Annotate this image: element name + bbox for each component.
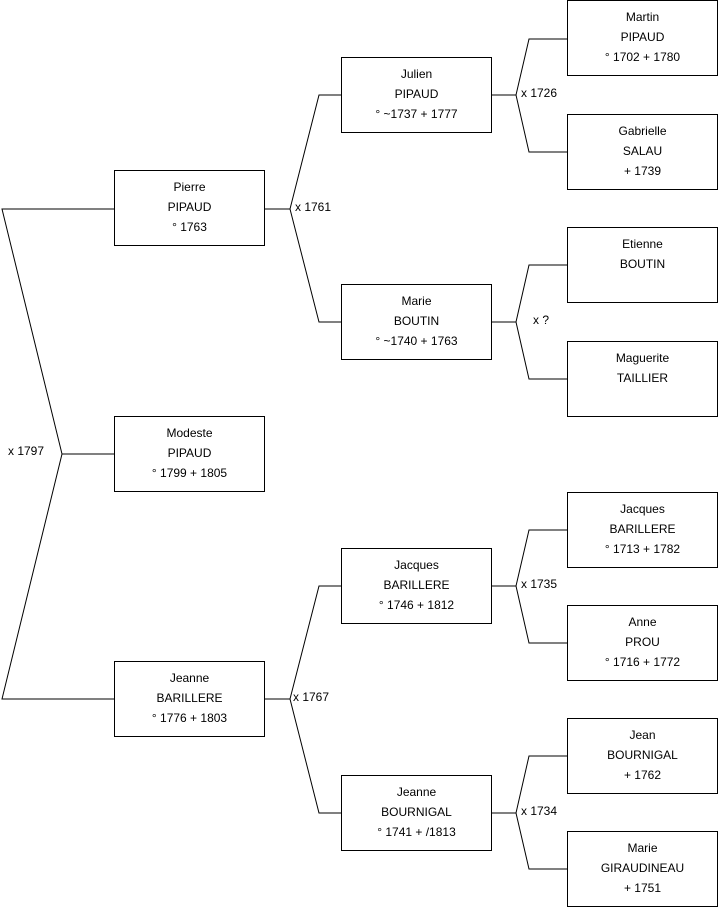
person-last-name: BARILLERE	[609, 522, 676, 536]
link-modeste-jeanne	[1, 453, 114, 700]
person-last-name: BOURNIGAL	[607, 748, 678, 762]
person-last-name: PIPAUD	[394, 87, 439, 101]
person-last-name: BARILLERE	[383, 578, 450, 592]
person-box-anne: Anne PROU ° 1716 + 1772	[567, 605, 718, 681]
person-box-martin: Martin PIPAUD ° 1702 + 1780	[567, 0, 718, 76]
link-jacques-jacques	[492, 529, 567, 587]
person-dates: + 1739	[623, 164, 662, 178]
person-last-name: PROU	[625, 635, 660, 649]
person-box-modeste: Modeste PIPAUD ° 1799 + 1805	[114, 416, 265, 492]
person-box-maguerite: Maguerite TAILLIER	[567, 341, 718, 417]
person-box-jean: Jean BOURNIGAL + 1762	[567, 718, 718, 794]
link-jeanne-marie	[515, 812, 567, 870]
marriage-label-1797: x 1797	[8, 444, 45, 458]
link-marie-etienne	[492, 264, 567, 323]
person-first-name: Etienne	[622, 237, 663, 251]
person-last-name: PIPAUD	[167, 200, 212, 214]
link-jeanne-jacques	[265, 585, 341, 700]
person-first-name: Maguerite	[615, 351, 670, 365]
person-first-name: Modeste	[166, 426, 213, 440]
person-dates: ° ~1740 + 1763	[375, 334, 458, 348]
person-first-name: Gabrielle	[618, 124, 667, 138]
person-dates: ° 1713 + 1782	[604, 542, 681, 556]
person-first-name: Jacques	[620, 502, 665, 516]
person-first-name: Jacques	[394, 558, 439, 572]
person-first-name: Anne	[628, 615, 657, 629]
marriage-label-1761: x 1761	[295, 200, 332, 214]
link-jeanne-jeanne	[289, 698, 341, 814]
link-julien-gabrielle	[515, 94, 567, 153]
person-box-gabrielle: Gabrielle SALAU + 1739	[567, 114, 718, 190]
person-dates: + 1751	[623, 881, 662, 895]
person-box-etienne: Etienne BOUTIN	[567, 227, 718, 303]
person-last-name: PIPAUD	[167, 446, 212, 460]
link-julien-martin	[492, 38, 567, 96]
person-box-pierre: Pierre PIPAUD ° 1763	[114, 170, 265, 246]
person-last-name: BOURNIGAL	[381, 805, 452, 819]
link-jeanne-jean	[492, 755, 567, 814]
person-last-name: TAILLIER	[616, 371, 669, 385]
person-dates: ° 1716 + 1772	[604, 655, 681, 669]
person-dates: ° 1776 + 1803	[151, 711, 228, 725]
person-dates: ° 1746 + 1812	[378, 598, 455, 612]
person-first-name: Jeanne	[396, 785, 437, 799]
person-dates: + 1762	[623, 768, 662, 782]
person-box-jacques-1746: Jacques BARILLERE ° 1746 + 1812	[341, 548, 492, 624]
link-pierre-marie	[289, 208, 341, 323]
person-dates: ° 1741 + /1813	[377, 825, 456, 839]
marriage-label-1734: x 1734	[521, 804, 558, 818]
person-box-jeanne-barillere: Jeanne BARILLERE ° 1776 + 1803	[114, 661, 265, 737]
marriage-label-1726: x 1726	[521, 86, 558, 100]
marriage-label-1735: x 1735	[521, 577, 558, 591]
person-box-marie-boutin: Marie BOUTIN ° ~1740 + 1763	[341, 284, 492, 360]
person-box-marie-giraudineau: Marie GIRAUDINEAU + 1751	[567, 831, 718, 907]
marriage-label-unknown: x ?	[533, 313, 550, 327]
person-first-name: Marie	[627, 841, 658, 855]
person-dates: ° 1702 + 1780	[604, 50, 681, 64]
person-last-name: BARILLERE	[156, 691, 223, 705]
link-pierre-julien	[265, 94, 341, 210]
person-dates: ° ~1737 + 1777	[375, 107, 458, 121]
person-dates: ° 1763	[172, 220, 207, 234]
person-box-julien: Julien PIPAUD ° ~1737 + 1777	[341, 57, 492, 133]
person-box-jacques-1713: Jacques BARILLERE ° 1713 + 1782	[567, 492, 718, 568]
person-last-name: GIRAUDINEAU	[600, 861, 685, 875]
person-last-name: BOUTIN	[393, 314, 440, 328]
person-dates: ° 1799 + 1805	[151, 466, 228, 480]
person-last-name: PIPAUD	[620, 30, 665, 44]
person-first-name: Marie	[401, 294, 432, 308]
person-box-jeanne-bournigal: Jeanne BOURNIGAL ° 1741 + /1813	[341, 775, 492, 851]
person-first-name: Pierre	[173, 180, 206, 194]
person-last-name: SALAU	[622, 144, 663, 158]
person-first-name: Julien	[400, 67, 433, 81]
person-first-name: Jeanne	[169, 671, 210, 685]
person-last-name: BOUTIN	[619, 257, 666, 271]
marriage-label-1767: x 1767	[293, 690, 330, 704]
link-modeste-pierre	[1, 208, 114, 455]
person-first-name: Martin	[625, 10, 660, 24]
person-first-name: Jean	[629, 728, 656, 742]
link-jacques-anne	[515, 585, 567, 644]
link-marie-maguerite	[515, 321, 567, 380]
